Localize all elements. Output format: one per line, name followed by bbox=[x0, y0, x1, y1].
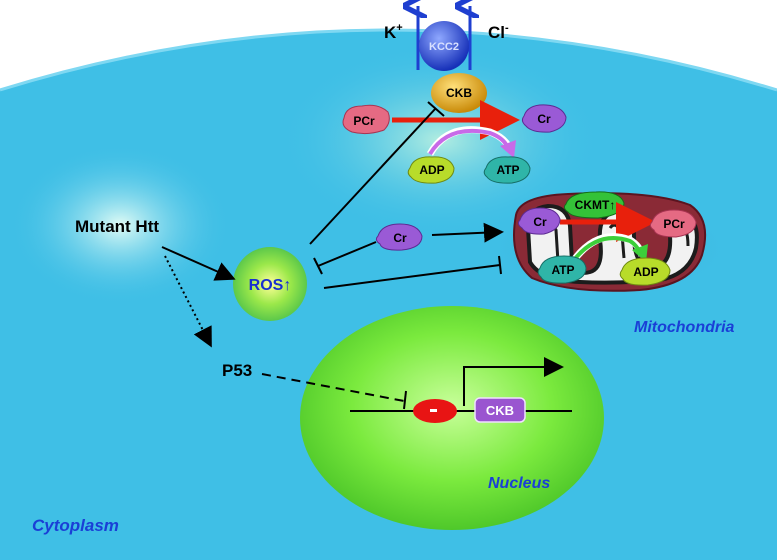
mito-atp-label: ATP bbox=[551, 263, 574, 277]
mito-cr-label: Cr bbox=[533, 215, 547, 229]
ros-inhibits-mito-bar bbox=[498, 255, 502, 275]
ros-node bbox=[233, 247, 307, 321]
ros-inhibits-ckb-bar bbox=[427, 101, 445, 117]
p53-inhibits-ckb-bar bbox=[403, 390, 407, 410]
pcr-molecule bbox=[342, 104, 390, 135]
adp-to-atp-arrow bbox=[428, 128, 510, 156]
atp-molecule bbox=[483, 156, 531, 184]
adp-label: ADP bbox=[419, 163, 444, 177]
kcc2-transporter bbox=[419, 21, 469, 71]
cr-inhibits-ros bbox=[317, 241, 377, 267]
ckmt-label: CKMT↑ bbox=[575, 198, 616, 212]
cytoplasm-region-label: Cytoplasm bbox=[32, 516, 119, 535]
transcription-start-arrow bbox=[463, 357, 564, 406]
mito-cr-molecule bbox=[517, 207, 561, 235]
ros-label: ROS↑ bbox=[249, 277, 292, 294]
membrane-highlight bbox=[0, 28, 777, 92]
binding-site-mark bbox=[430, 409, 437, 412]
cr-inhibits-ros-bar bbox=[313, 257, 323, 275]
atp-label: ATP bbox=[496, 163, 519, 177]
ckb-enzyme bbox=[431, 73, 487, 113]
mito-atp-molecule bbox=[537, 255, 587, 284]
ros-inhibits-ckb bbox=[309, 107, 437, 245]
k-ion-label: K+ bbox=[384, 22, 403, 42]
htt-to-ros-arrow bbox=[161, 246, 236, 281]
cr-to-mito-arrow bbox=[431, 222, 504, 243]
mitochondria-region-label: Mitochondria bbox=[634, 319, 735, 336]
mito-atp-adp-arrowhead bbox=[632, 244, 648, 262]
cl-ion-label: Cl- bbox=[488, 22, 509, 42]
ckb-gene-label: CKB bbox=[486, 403, 514, 418]
nucleus-region-label: Nucleus bbox=[488, 475, 550, 492]
cr-label: Cr bbox=[537, 112, 551, 126]
htt-glow bbox=[10, 145, 230, 305]
mutant-htt-label: Mutant Htt bbox=[75, 217, 159, 236]
mito-pcr-label: PCr bbox=[663, 217, 685, 231]
kcc2-label: KCC2 bbox=[429, 41, 459, 53]
cr-molecule bbox=[521, 104, 567, 133]
mito-pcr-molecule bbox=[649, 209, 697, 238]
adp-atp-arrowhead bbox=[500, 140, 516, 158]
pcr-label: PCr bbox=[353, 114, 375, 128]
adp-molecule bbox=[407, 156, 455, 184]
mito-adp-label: ADP bbox=[633, 265, 658, 279]
mito-adp-molecule bbox=[619, 257, 671, 286]
htt-to-p53-arrow bbox=[164, 255, 212, 348]
p53-inhibits-ckb bbox=[261, 373, 405, 402]
mid-cr-label: Cr bbox=[393, 231, 407, 245]
ros-inhibits-mito bbox=[323, 264, 501, 289]
mid-cr-molecule bbox=[375, 223, 423, 251]
p53-label: P53 bbox=[222, 361, 252, 380]
ckb-gene bbox=[474, 397, 526, 423]
ckb-label: CKB bbox=[446, 86, 472, 100]
